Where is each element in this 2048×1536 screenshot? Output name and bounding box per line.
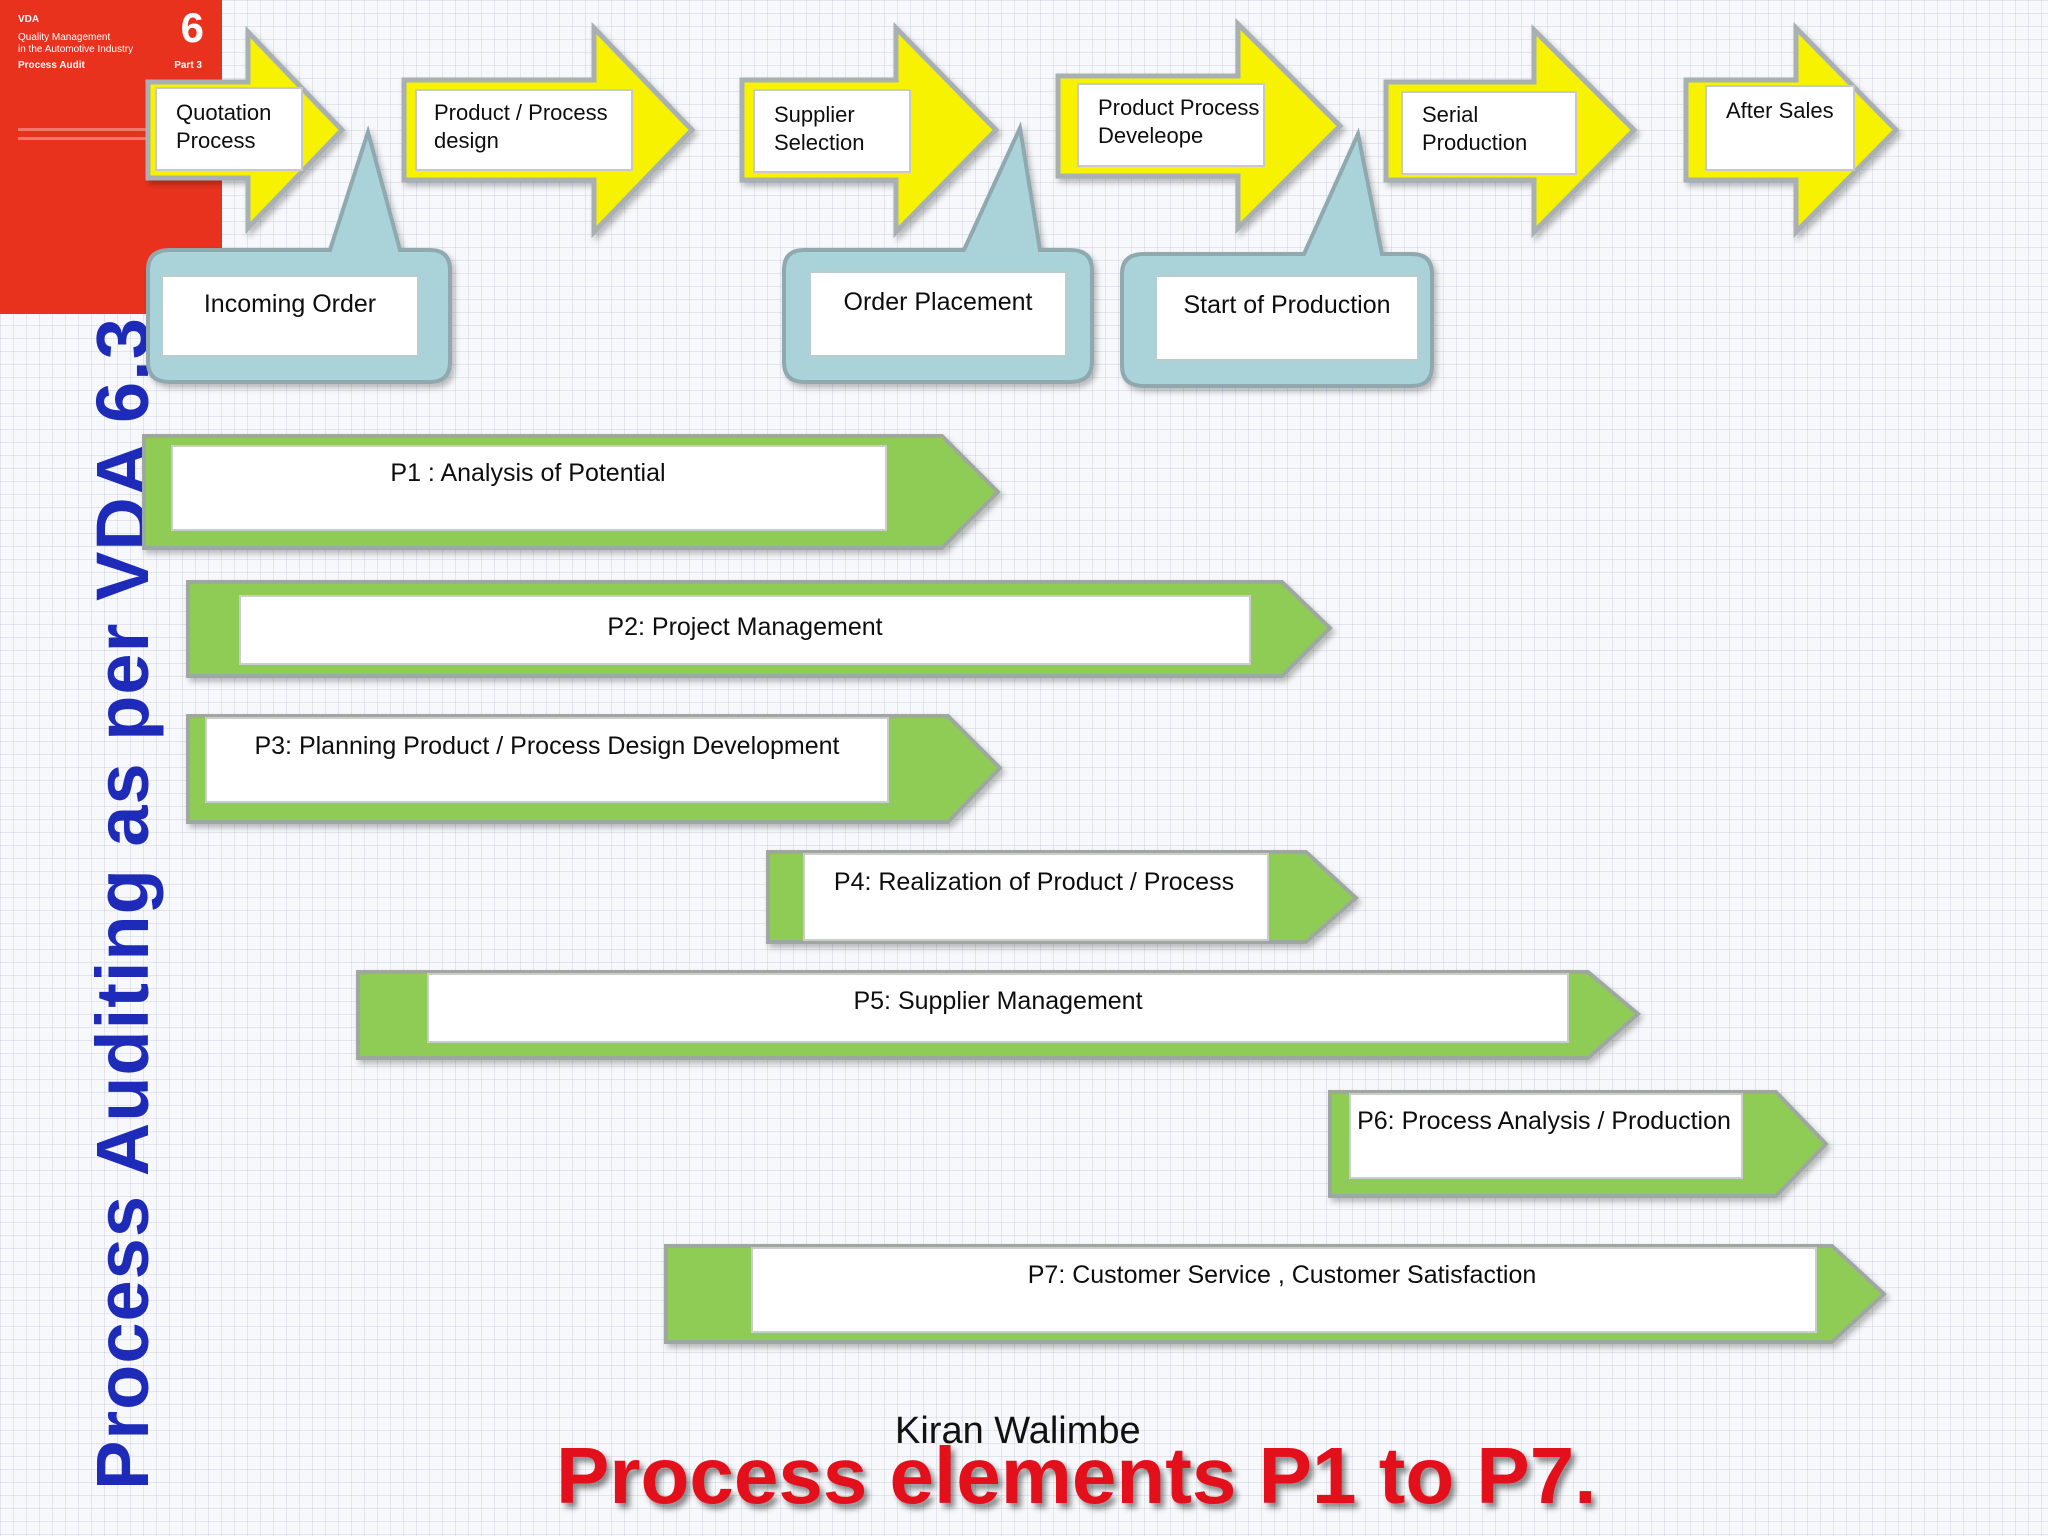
process-element-p2: P2: Project Management xyxy=(186,580,1333,678)
milestone-start-of-production: Start of Production xyxy=(1120,127,1434,388)
process-element-label: P6: Process Analysis / Production xyxy=(1357,1107,1731,1135)
phase-label: After Sales xyxy=(1726,98,1834,123)
phase-arrow-after-sales: After Sales xyxy=(1683,21,1900,239)
milestone-incoming-order: Incoming Order xyxy=(146,124,452,384)
book-stripe xyxy=(18,137,148,140)
book-title-line: in the Automotive Industry xyxy=(18,44,134,55)
book-publisher: VDA xyxy=(18,14,40,25)
book-stripe xyxy=(18,128,148,131)
process-element-p7: P7: Customer Service , Customer Satisfac… xyxy=(664,1244,1887,1344)
process-element-label: P3: Planning Product / Process Design De… xyxy=(254,732,839,760)
process-element-label: P7: Customer Service , Customer Satisfac… xyxy=(1028,1261,1537,1289)
milestone-order-placement: Order Placement xyxy=(782,121,1094,384)
book-title: Quality Management in the Automotive Ind… xyxy=(18,32,133,56)
process-element-p3: P3: Planning Product / Process Design De… xyxy=(186,714,1003,824)
milestone-label: Start of Production xyxy=(1183,291,1390,319)
book-subtitle: Process Audit xyxy=(18,60,85,71)
process-element-p4: P4: Realization of Product / Process xyxy=(766,850,1359,944)
slide-title: Process elements P1 to P7. xyxy=(556,1431,1597,1520)
process-element-p6: P6: Process Analysis / Production xyxy=(1328,1090,1829,1198)
book-volume-number: 6 xyxy=(180,4,204,51)
book-title-line: Quality Management xyxy=(18,32,111,43)
process-element-label: P4: Realization of Product / Process xyxy=(834,868,1234,896)
milestone-label: Incoming Order xyxy=(204,290,376,318)
book-part: Part 3 xyxy=(174,60,202,71)
process-element-p1: P1 : Analysis of Potential xyxy=(142,434,1001,550)
process-element-label: P1 : Analysis of Potential xyxy=(390,459,665,487)
process-element-label: P5: Supplier Management xyxy=(853,987,1142,1015)
process-element-p5: P5: Supplier Management xyxy=(356,970,1642,1060)
author-name: Kiran Walimbe xyxy=(895,1410,1141,1452)
milestone-label: Order Placement xyxy=(844,288,1033,316)
process-element-label: P2: Project Management xyxy=(607,613,882,641)
